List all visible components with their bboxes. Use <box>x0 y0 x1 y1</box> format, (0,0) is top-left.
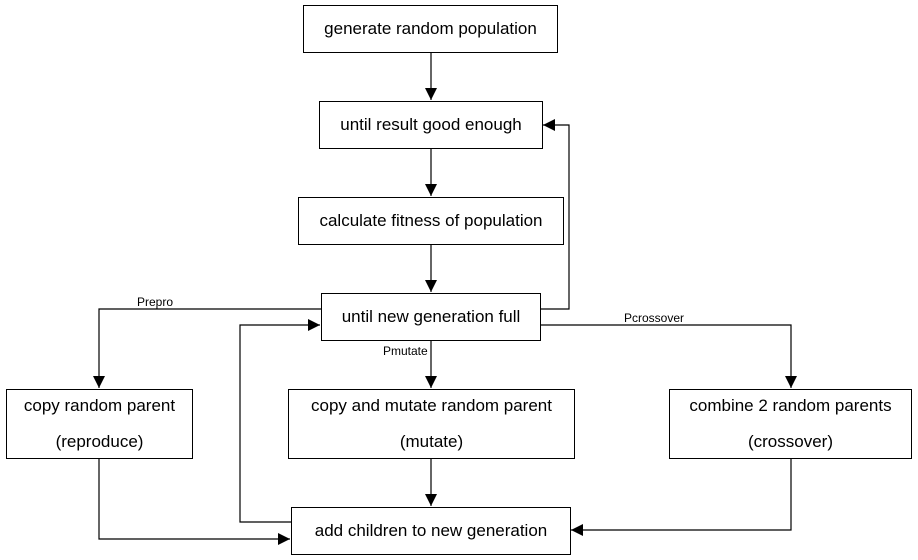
node-generate-random-population: generate random population <box>303 5 558 53</box>
edge-until-full-to-copy <box>93 308 322 388</box>
node-until-new-generation-full: until new generation full <box>321 293 541 341</box>
node-copy-sublabel: (reproduce) <box>55 432 144 451</box>
node-fitness-label: calculate fitness of population <box>319 211 543 230</box>
node-combine-parents: combine 2 random parents (crossover) <box>669 389 912 459</box>
edge-label-pmutate: Pmutate <box>383 344 428 358</box>
node-add-children: add children to new generation <box>291 507 571 555</box>
edge-copy-to-add <box>98 459 290 545</box>
node-until-result-good-enough: until result good enough <box>319 101 543 149</box>
node-until-full-label: until new generation full <box>341 307 521 326</box>
edge-label-pcrossover: Pcrossover <box>624 311 685 325</box>
edge-label-prepro: Prepro <box>137 295 174 309</box>
node-copy-and-mutate: copy and mutate random parent (mutate) <box>288 389 575 459</box>
node-until-good-label: until result good enough <box>340 115 522 134</box>
node-combine-label: combine 2 random parents <box>689 396 892 415</box>
edge-until-full-loop-back <box>541 119 570 310</box>
node-combine-sublabel: (crossover) <box>747 432 833 451</box>
edge-add-loop-to-until-full <box>239 319 320 523</box>
node-calculate-fitness: calculate fitness of population <box>298 197 564 245</box>
edge-until-full-to-combine <box>541 324 797 388</box>
node-generate-label: generate random population <box>324 19 537 38</box>
node-mutate-label: copy and mutate random parent <box>311 396 552 415</box>
node-add-children-label: add children to new generation <box>314 521 548 540</box>
node-copy-random-parent: copy random parent (reproduce) <box>6 389 193 459</box>
node-mutate-sublabel: (mutate) <box>399 432 464 451</box>
node-copy-label: copy random parent <box>23 396 176 415</box>
edge-combine-to-add <box>571 459 792 536</box>
